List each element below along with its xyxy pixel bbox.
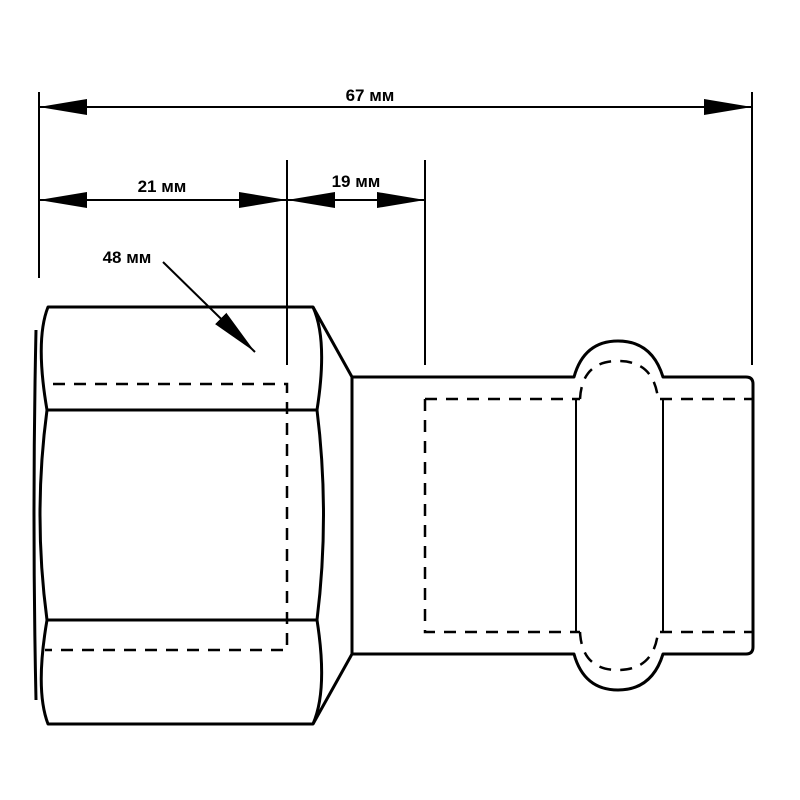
hex-length-label: 21 мм	[138, 177, 187, 196]
overall-length-label: 67 мм	[346, 86, 395, 105]
hex-size-label: 48 мм	[103, 248, 152, 267]
o-ring-bottom-hidden	[578, 631, 660, 672]
o-ring-top-hidden	[578, 359, 660, 400]
hex-nut	[32, 305, 354, 726]
extension-lines	[38, 92, 753, 365]
press-end	[352, 339, 755, 692]
neck-length-label: 19 мм	[332, 172, 381, 191]
